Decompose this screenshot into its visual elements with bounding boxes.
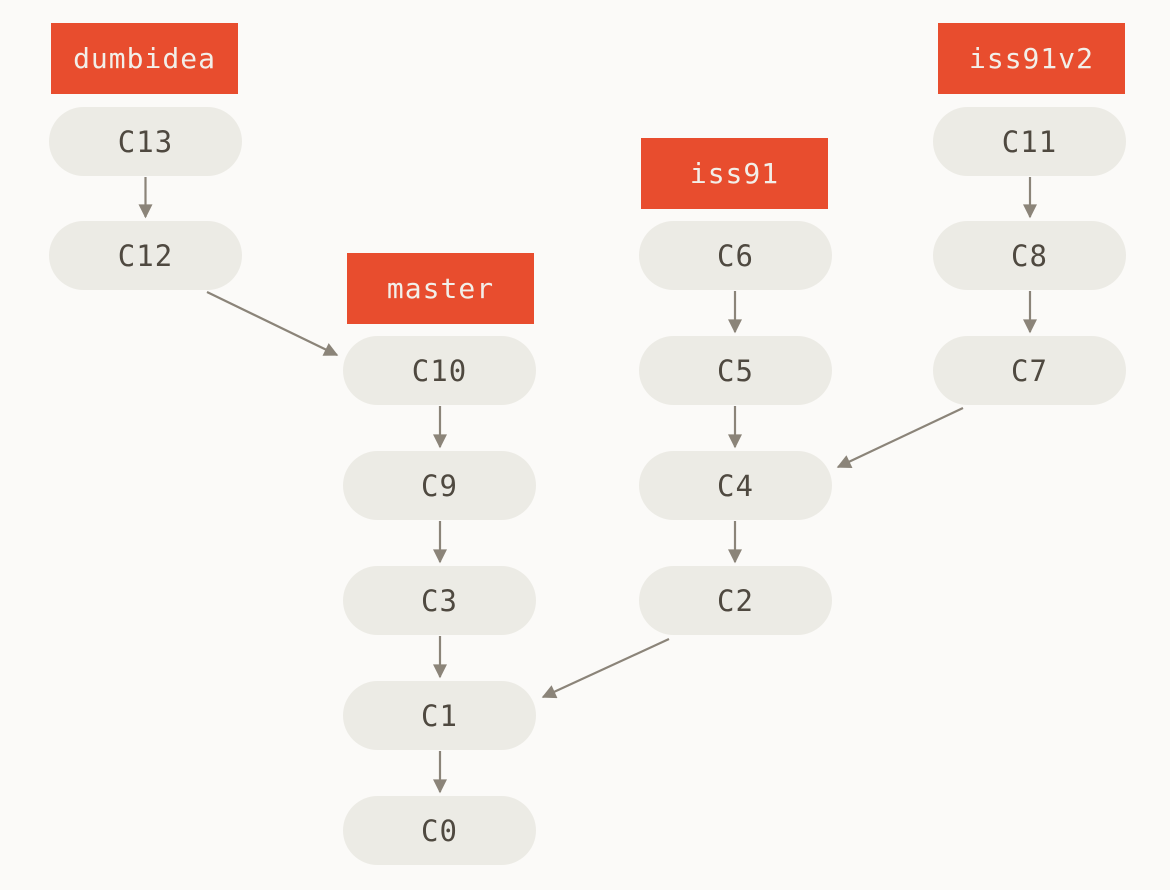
commit-node-C13: C13: [49, 107, 242, 176]
commit-node-C1: C1: [343, 681, 536, 750]
commit-node-C5: C5: [639, 336, 832, 405]
commit-node-C4: C4: [639, 451, 832, 520]
commit-node-C12: C12: [49, 221, 242, 290]
commit-node-C0: C0: [343, 796, 536, 865]
commit-node-C6: C6: [639, 221, 832, 290]
commit-node-C10: C10: [343, 336, 536, 405]
branch-label-iss91v2: iss91v2: [938, 23, 1125, 94]
branch-label-dumbidea: dumbidea: [51, 23, 238, 94]
edge-C7-C4: [836, 407, 964, 468]
commit-node-C3: C3: [343, 566, 536, 635]
commit-node-C2: C2: [639, 566, 832, 635]
branch-label-master: master: [347, 253, 534, 324]
commit-node-C8: C8: [933, 221, 1126, 290]
commit-node-C9: C9: [343, 451, 536, 520]
edge-C2-C1: [541, 638, 670, 699]
edge-C12-C10: [206, 291, 339, 356]
branch-label-iss91: iss91: [641, 138, 828, 209]
commit-node-C7: C7: [933, 336, 1126, 405]
commit-node-C11: C11: [933, 107, 1126, 176]
